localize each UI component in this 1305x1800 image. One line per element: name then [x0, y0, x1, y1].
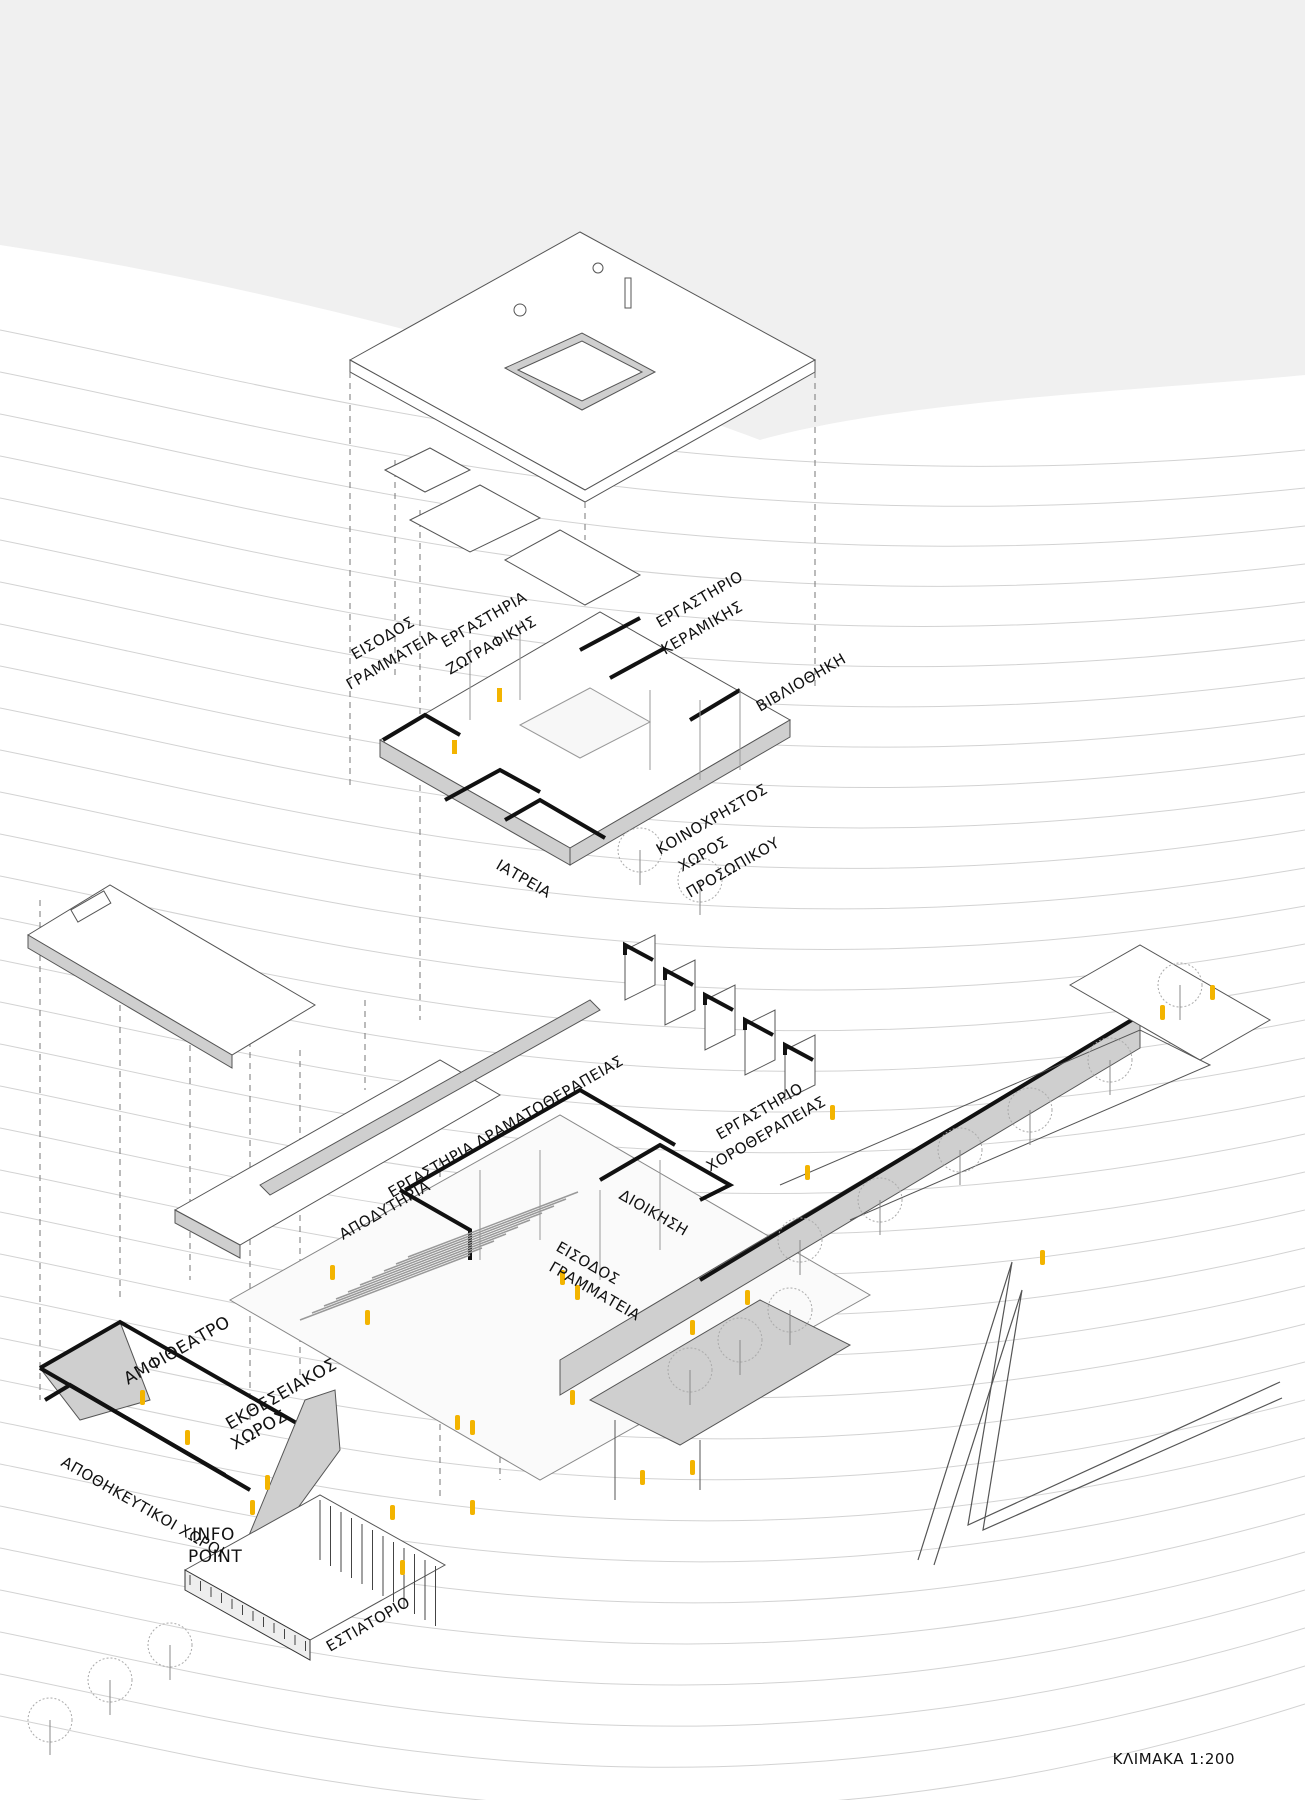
contour-line	[0, 1463, 1305, 1563]
scale-label: ΚΛΙΜΑΚΑ 1:200	[1112, 1750, 1235, 1768]
person-figure	[330, 1265, 335, 1280]
left-roof-block	[27, 884, 316, 1069]
person-figure	[185, 1430, 190, 1445]
label-iatreia: ΙΑΤΡΕΙΑ	[493, 856, 555, 902]
person-figure	[390, 1505, 395, 1520]
person-figure	[470, 1420, 475, 1435]
stair-step	[299, 1254, 471, 1321]
contour-line	[0, 749, 1305, 869]
contour-line	[0, 1589, 1305, 1686]
stair-step	[311, 1247, 483, 1314]
person-figure	[830, 1105, 835, 1120]
person-figure	[745, 1290, 750, 1305]
service-cube	[624, 934, 656, 1001]
background-sky	[0, 0, 1305, 440]
service-cube-wall	[703, 991, 734, 1012]
tree-canopy	[767, 1287, 813, 1333]
tree-canopy	[857, 1177, 903, 1223]
person-figure	[1160, 1005, 1165, 1020]
person-figure	[470, 1500, 475, 1515]
stair-step	[395, 1198, 567, 1265]
person-figure	[400, 1560, 405, 1575]
service-cube-wall	[623, 941, 654, 962]
lower-floor-plan	[228, 999, 1142, 1481]
trees	[27, 827, 1203, 1755]
tree-canopy	[87, 1657, 133, 1703]
label-apothikeftikoi: ΑΠΟΘΗΚΕΥΤΙΚΟΙ ΧΩΡΟΙ	[58, 1453, 228, 1562]
tree-canopy	[777, 1217, 823, 1263]
person-figure	[265, 1475, 270, 1490]
tree-canopy	[677, 857, 723, 903]
contour-line	[0, 1547, 1305, 1645]
stair-step	[359, 1219, 531, 1286]
tree-canopy	[147, 1622, 193, 1668]
tree-canopy	[1087, 1037, 1133, 1083]
upper-volumes	[383, 447, 642, 606]
upper-floor-plan	[378, 611, 792, 866]
tree-canopy	[667, 1347, 713, 1393]
tree-canopy	[717, 1317, 763, 1363]
zigzag-ramp	[917, 1261, 1283, 1566]
people-figures	[140, 985, 1215, 1575]
stair-step	[347, 1226, 519, 1293]
stair-step	[371, 1212, 543, 1279]
amphitheatre-block	[38, 1319, 341, 1561]
person-figure	[690, 1320, 695, 1335]
contour-line	[0, 833, 1305, 950]
service-cubes	[623, 934, 816, 1101]
stair-step	[335, 1233, 507, 1300]
tree-canopy	[617, 827, 663, 873]
restaurant-glass-box	[183, 1494, 447, 1661]
contour-line	[0, 1665, 1305, 1768]
person-figure	[570, 1390, 575, 1405]
label-info: INFO	[192, 1525, 235, 1545]
tree-canopy	[937, 1127, 983, 1173]
person-figure	[805, 1165, 810, 1180]
person-figure	[560, 1270, 565, 1285]
stair-step	[383, 1205, 555, 1272]
contour-line	[0, 497, 1305, 627]
person-figure	[250, 1500, 255, 1515]
contour-line	[0, 1627, 1305, 1727]
tree-canopy	[1007, 1087, 1053, 1133]
contour-line	[0, 1505, 1305, 1604]
person-figure	[1210, 985, 1215, 1000]
service-cube-wall	[783, 1041, 814, 1062]
person-figure	[365, 1310, 370, 1325]
person-figure	[575, 1285, 580, 1300]
person-figure	[455, 1415, 460, 1430]
tree-canopy	[1157, 962, 1203, 1008]
service-cube	[744, 1009, 776, 1076]
contour-line	[0, 455, 1305, 587]
service-cube-wall	[663, 966, 694, 987]
stair-step	[407, 1191, 579, 1258]
service-cube	[664, 959, 696, 1026]
label-point: POINT	[188, 1547, 242, 1567]
pergola	[588, 1299, 852, 1500]
service-cube-wall	[743, 1016, 774, 1037]
contour-line	[0, 1703, 1305, 1800]
person-figure	[640, 1470, 645, 1485]
contour-line	[0, 1421, 1305, 1522]
contour-line	[0, 791, 1305, 910]
person-figure	[690, 1460, 695, 1475]
stair-step	[323, 1240, 495, 1307]
person-figure	[140, 1390, 145, 1405]
person-figure	[1040, 1250, 1045, 1265]
contour-line	[0, 539, 1305, 668]
tree-canopy	[27, 1697, 73, 1743]
service-cube	[704, 984, 736, 1051]
